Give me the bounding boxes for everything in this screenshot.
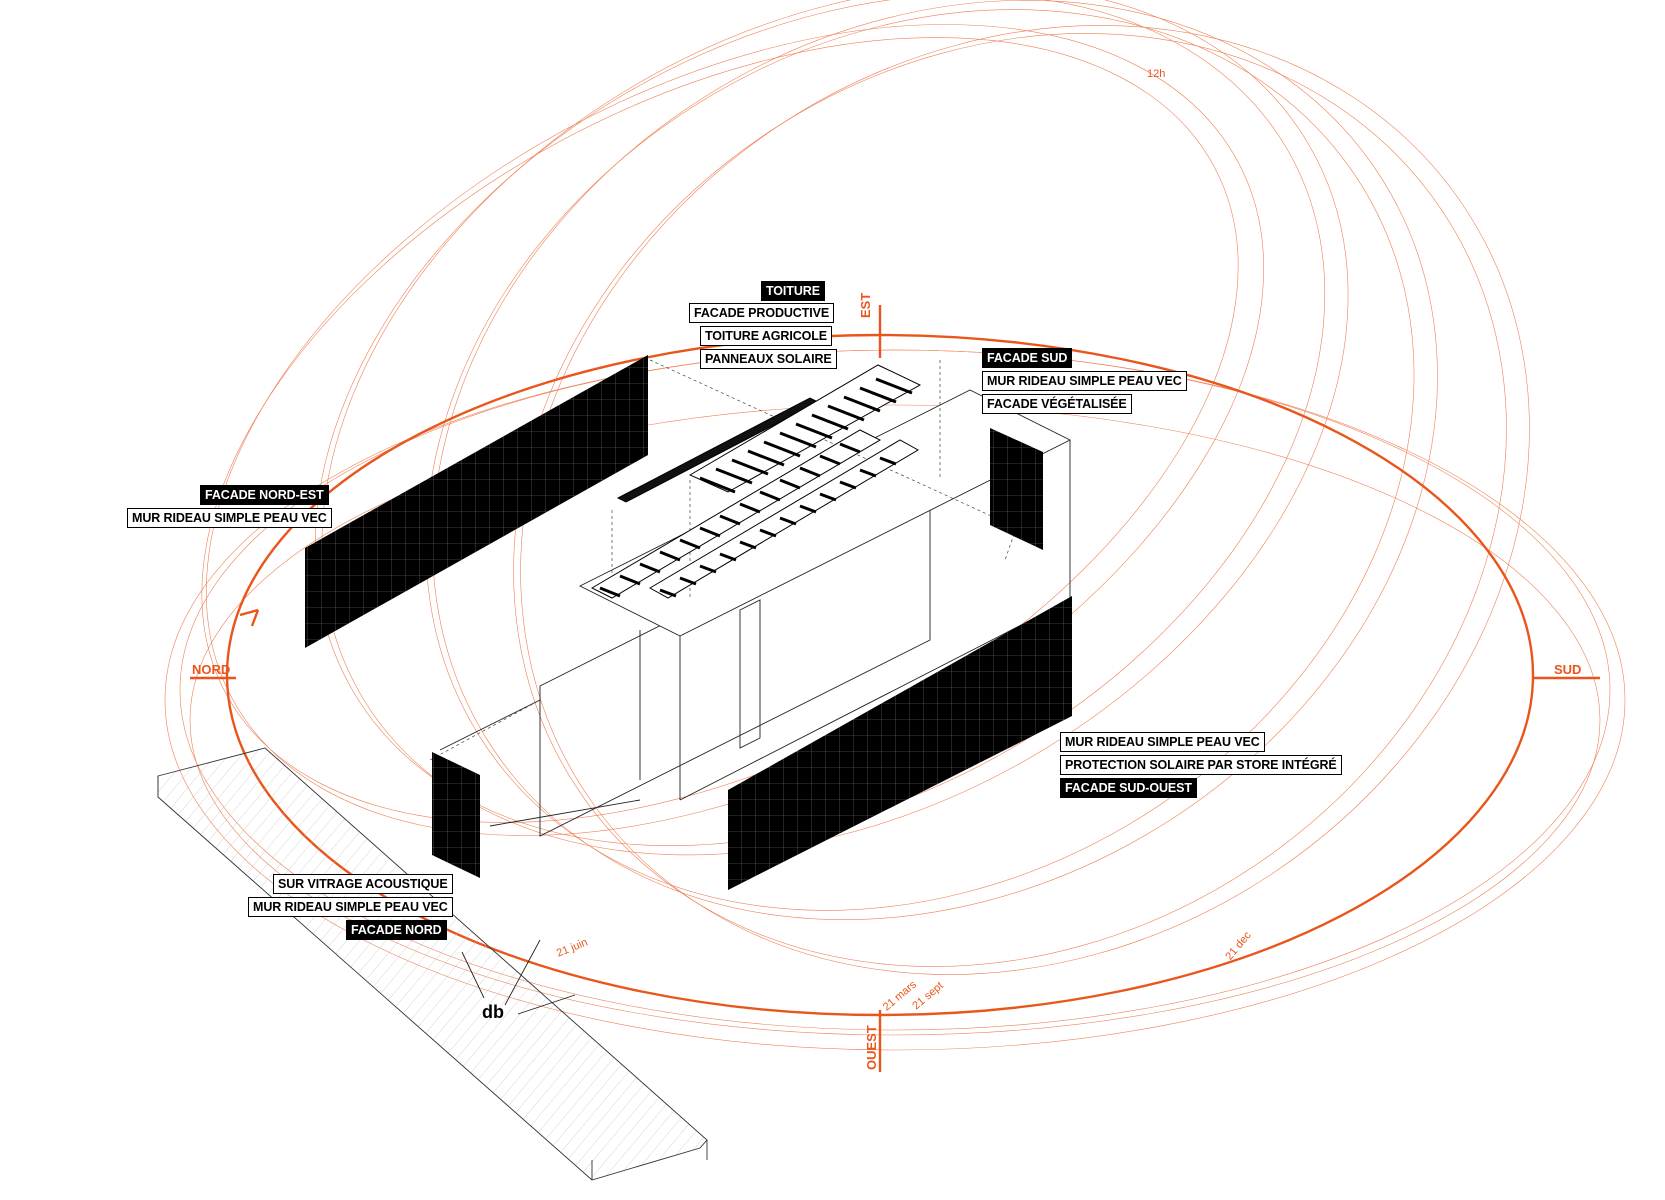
roof-item: TOITURE AGRICOLE: [700, 326, 833, 346]
south-label: SUD: [1554, 662, 1582, 677]
facade-south-panel: [990, 428, 1043, 550]
east-label: EST: [858, 292, 873, 318]
facade-north-panel: [432, 752, 480, 878]
north-east-title: FACADE NORD-EST: [200, 485, 329, 505]
north-item: SUR VITRAGE ACOUSTIQUE: [273, 874, 453, 894]
facade-south-west-panel: [728, 596, 1072, 890]
noon-label: 12h: [1147, 68, 1166, 80]
facade-panels: [305, 355, 1072, 890]
south-title: FACADE SUD: [982, 348, 1073, 368]
ground-slab: [157, 747, 708, 1181]
south-item: FACADE VÉGÉTALISÉE: [982, 394, 1132, 414]
west-label: OUEST: [864, 1025, 879, 1070]
facade-north-east-panel: [305, 355, 648, 648]
noise-indicator-lines: [461, 939, 576, 1015]
roof-item: FACADE PRODUCTIVE: [689, 303, 835, 323]
roof-title: TOITURE: [761, 281, 825, 301]
noise-db-label: db: [482, 1002, 504, 1022]
north-label: NORD: [192, 662, 231, 677]
roof-item: PANNEAUX SOLAIRE: [700, 349, 837, 369]
roof-solar-panels: [590, 364, 922, 599]
south-west-item: PROTECTION SOLAIRE PAR STORE INTÉGRÉ: [1060, 755, 1342, 775]
south-west-title: FACADE SUD-OUEST: [1060, 778, 1197, 798]
north-title: FACADE NORD: [346, 920, 447, 940]
south-west-item: MUR RIDEAU SIMPLE PEAU VEC: [1060, 732, 1265, 752]
sun-path-arcs: [164, 0, 1626, 1051]
direction-arrow-icon: [239, 608, 260, 627]
north-item: MUR RIDEAU SIMPLE PEAU VEC: [248, 897, 453, 917]
south-item: MUR RIDEAU SIMPLE PEAU VEC: [982, 371, 1187, 391]
panel-stripes: [599, 377, 913, 598]
north-east-item: MUR RIDEAU SIMPLE PEAU VEC: [127, 508, 332, 528]
